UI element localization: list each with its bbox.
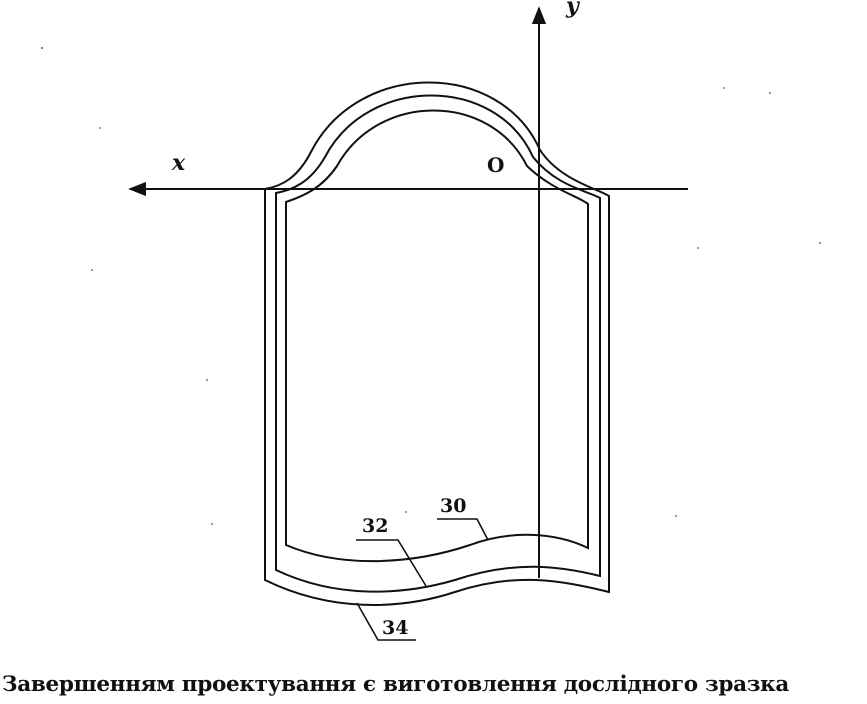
callout-34: 34 bbox=[356, 602, 416, 641]
middle-contour bbox=[275, 94, 601, 593]
callout-30-leader bbox=[437, 518, 489, 541]
y-axis-label: y bbox=[565, 0, 581, 19]
callout-32: 32 bbox=[356, 515, 427, 587]
callout-34-label: 34 bbox=[382, 617, 408, 639]
x-axis-label: x bbox=[171, 150, 186, 176]
callout-32-leader bbox=[356, 539, 427, 587]
inner-contour bbox=[285, 109, 589, 563]
callout-30-label: 30 bbox=[440, 495, 466, 517]
callout-34-leader bbox=[356, 602, 416, 641]
outer-contour bbox=[264, 81, 610, 606]
callout-32-label: 32 bbox=[362, 515, 388, 537]
scan-specks bbox=[41, 47, 821, 525]
figure-caption: Завершенням проектування є виготовлення … bbox=[2, 672, 790, 697]
origin-label: O bbox=[487, 153, 504, 177]
callout-30: 30 bbox=[437, 495, 489, 541]
